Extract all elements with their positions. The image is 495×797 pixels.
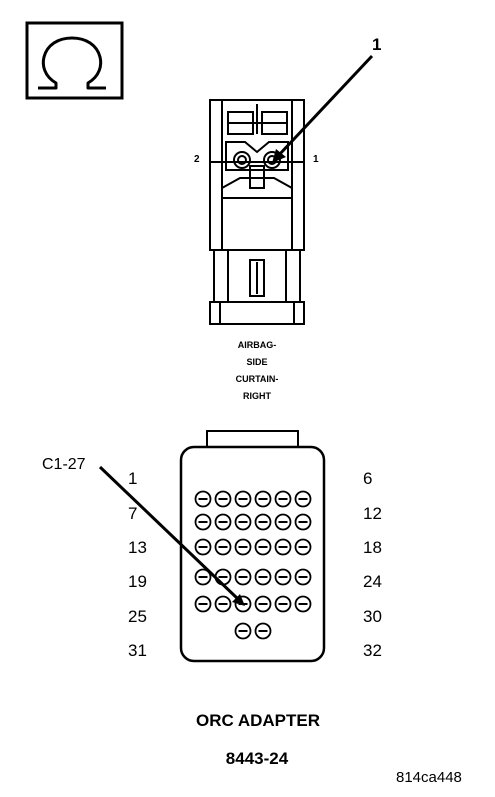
airbag-connector [209, 99, 305, 325]
callout-c1-27-leader [98, 465, 245, 606]
label-line-1: AIRBAG- [238, 340, 277, 350]
ohm-icon [25, 21, 124, 100]
pin-label-1: 1 [313, 154, 319, 165]
right-pin-number: 30 [363, 607, 382, 626]
label-line-3: CURTAIN- [236, 374, 279, 384]
label-line-2: SIDE [246, 357, 267, 367]
left-pin-number: 1 [128, 469, 137, 488]
figure-id: 814ca448 [396, 769, 462, 786]
callout-1-leader [272, 54, 374, 163]
right-pin-number: 24 [363, 572, 382, 591]
callout-c1-27-label: C1-27 [42, 456, 86, 473]
right-pin-number: 32 [363, 641, 382, 660]
left-pin-number: 31 [128, 641, 147, 660]
airbag-connector-label: AIRBAG- SIDE CURTAIN- RIGHT [236, 340, 279, 401]
left-pin-number: 13 [128, 538, 147, 557]
orc-adapter-title: ORC ADAPTER [196, 711, 320, 730]
left-pin-numbers: 1 7 13 19 25 31 [128, 469, 147, 660]
left-pin-number: 25 [128, 607, 147, 626]
left-pin-number: 19 [128, 572, 147, 591]
label-line-4: RIGHT [243, 391, 272, 401]
right-pin-number: 18 [363, 538, 382, 557]
right-pin-number: 6 [363, 469, 372, 488]
part-number: 8443-24 [226, 749, 289, 768]
callout-1-label: 1 [372, 35, 381, 54]
left-pin-number: 7 [128, 504, 137, 523]
orc-adapter-connector [179, 430, 326, 663]
pin-label-2: 2 [194, 154, 200, 165]
right-pin-number: 12 [363, 504, 382, 523]
right-pin-numbers: 6 12 18 24 30 32 [363, 469, 382, 660]
